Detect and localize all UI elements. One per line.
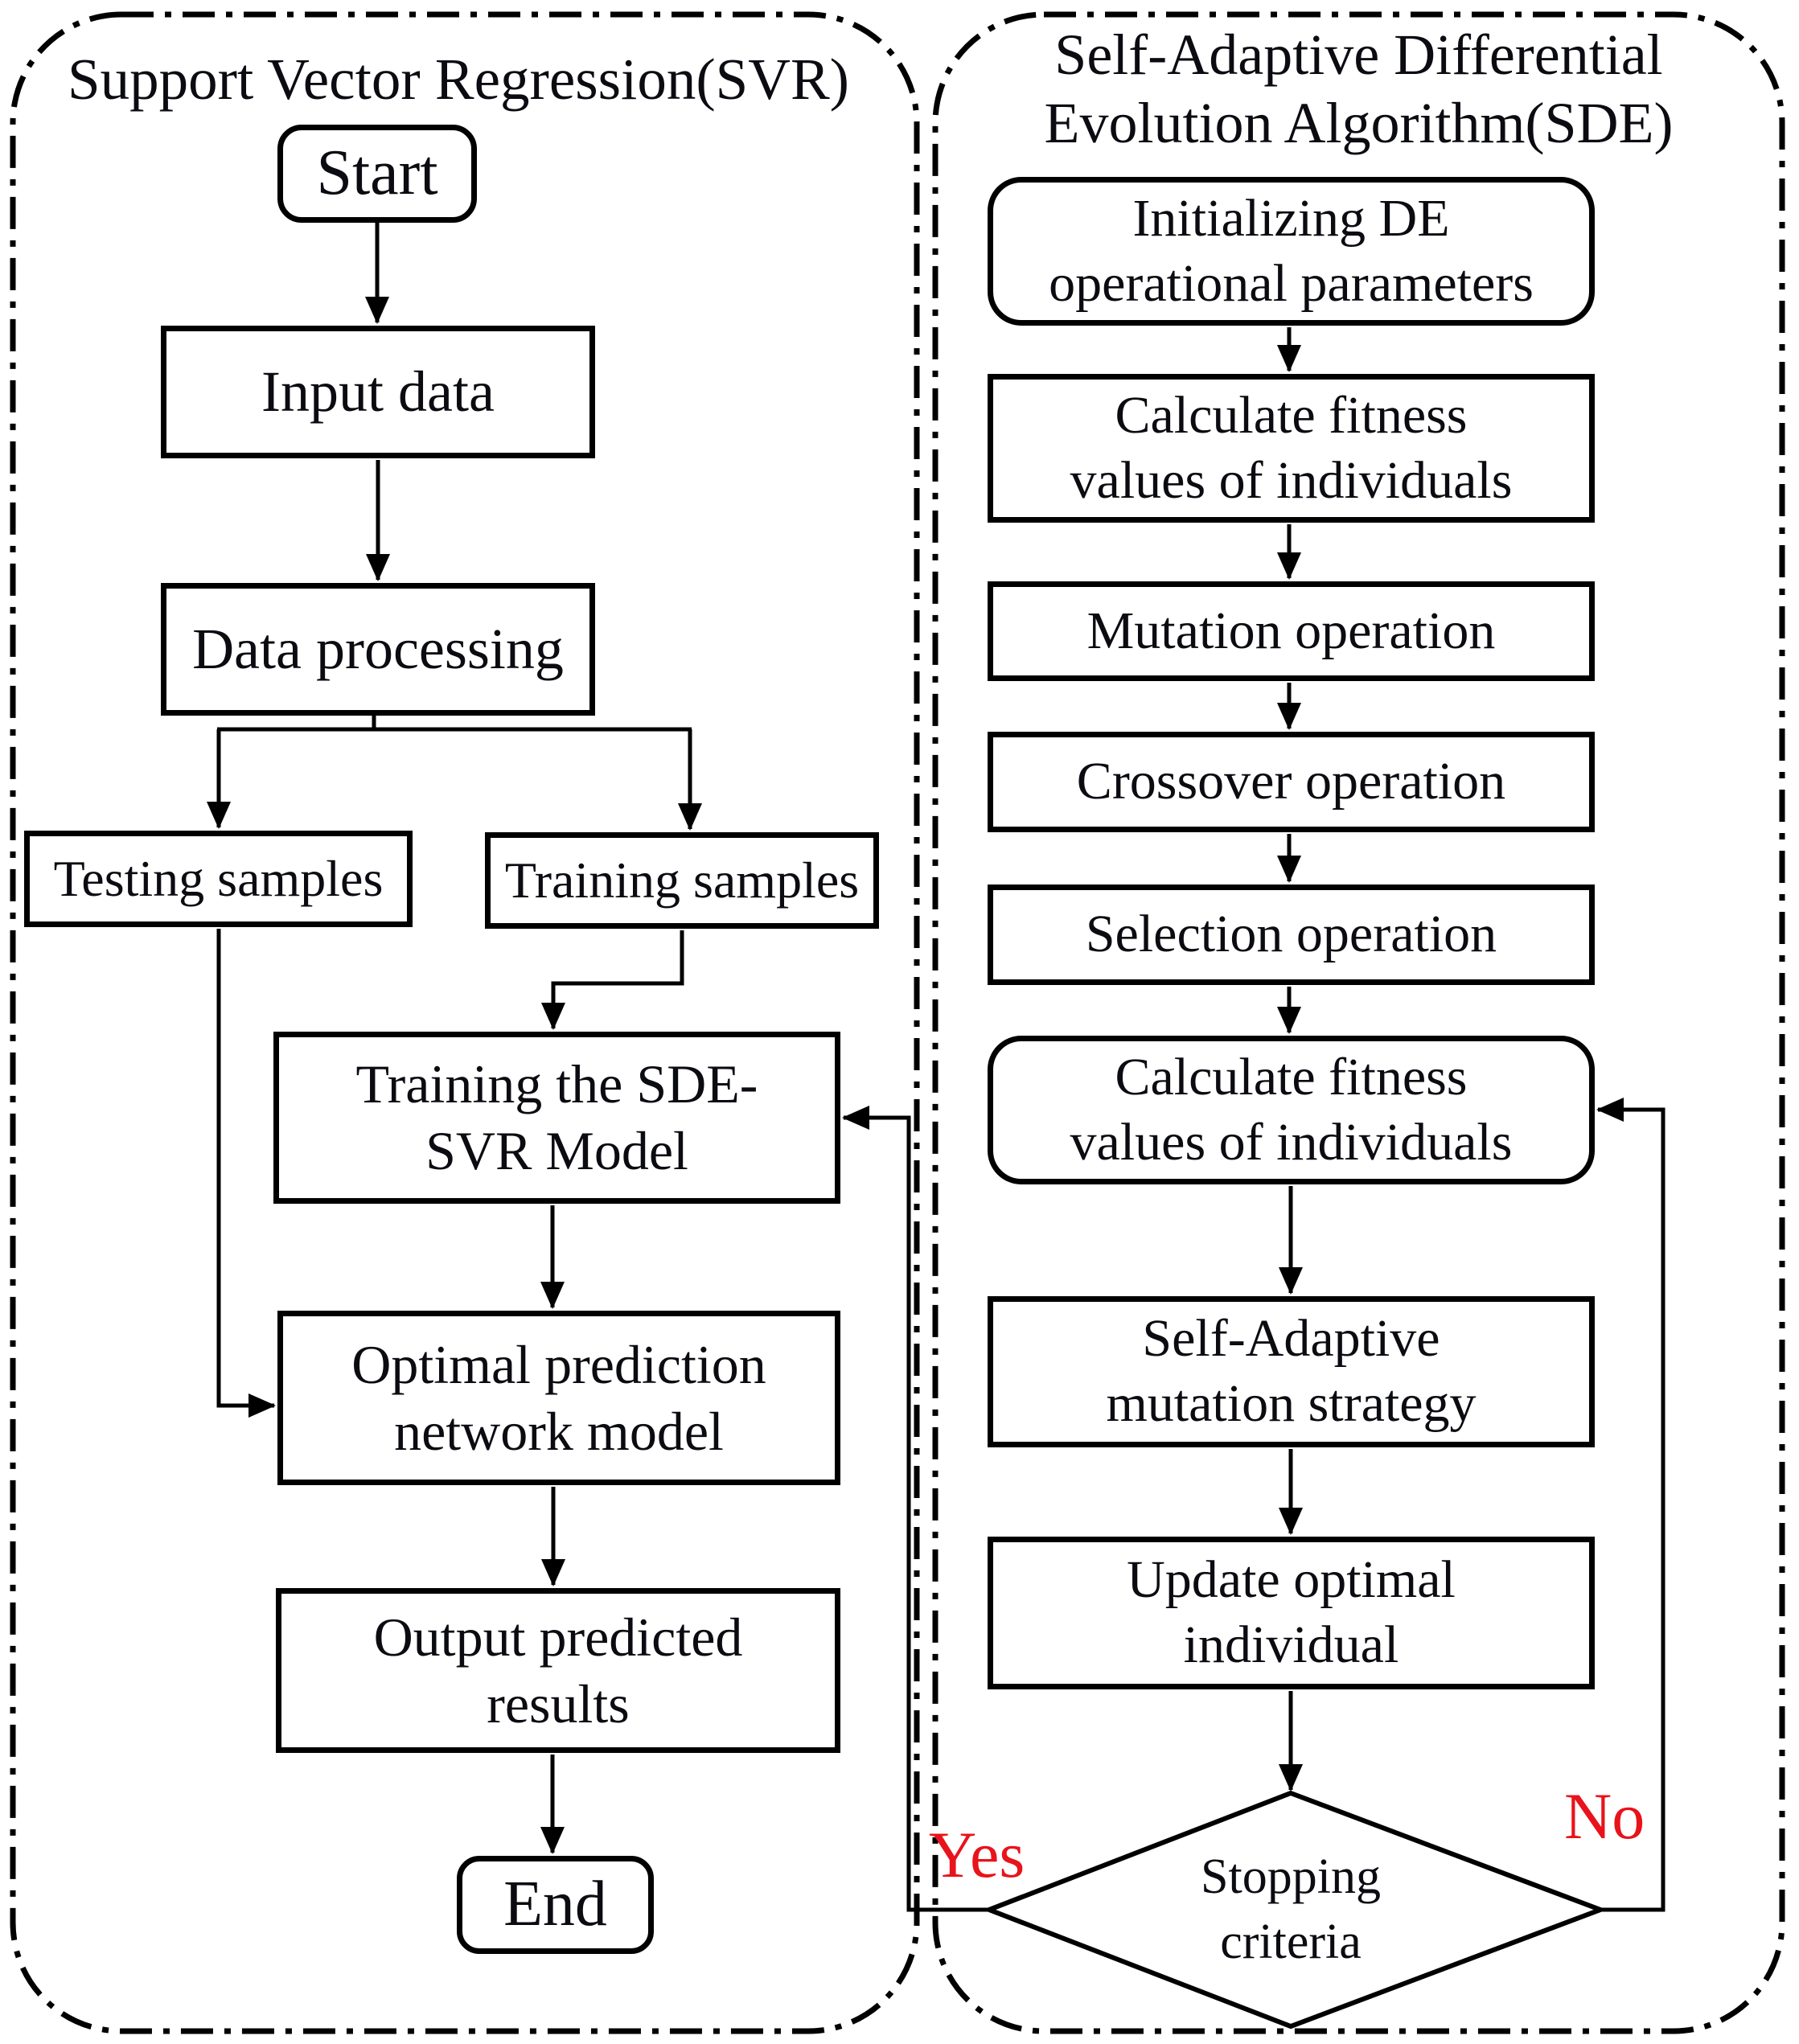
sde-panel-title: Self-Adaptive Differential Evolution Alg… [1044,23,1674,155]
node-start: Start [277,125,477,223]
node-crossover-operation: Crossover operation [988,732,1595,832]
node-stopping-criteria-label: Stopping criteria [1201,1849,1381,1969]
label-no: No [1564,1779,1645,1853]
node-initializing-de: Initializing DE operational parameters [988,177,1595,326]
node-mutation-operation: Mutation operation [988,581,1595,681]
node-testing-samples: Testing samples [24,831,413,927]
node-update-optimal-individual: Update optimal individual [988,1537,1595,1689]
flow-arrows [207,223,1666,1912]
node-input-data: Input data [161,326,595,458]
node-end: End [457,1856,654,1954]
arrow-yes-loop [842,1106,991,1912]
node-optimal-prediction-model: Optimal prediction network model [277,1311,840,1485]
node-training-samples: Training samples [485,832,879,929]
arrow-no-loop [1596,1098,1666,1912]
arrow-samples-to-train-model [541,930,684,1030]
node-training-sde-svr-model: Training the SDE- SVR Model [273,1032,840,1204]
sde-panel-border [932,11,1785,2034]
arrow-testing-to-optimal [216,929,276,1418]
node-data-processing: Data processing [161,583,595,716]
node-calc-fitness-2: Calculate fitness values of individuals [988,1036,1595,1184]
node-selection-operation: Selection operation [988,885,1595,985]
stopping-criteria-diamond [982,1790,1608,2030]
node-self-adaptive-mutation: Self-Adaptive mutation strategy [988,1296,1595,1447]
svr-panel-border [10,11,920,2034]
label-yes: Yes [929,1818,1025,1891]
node-calc-fitness-1: Calculate fitness values of individuals [988,374,1595,523]
node-output-predicted-results: Output predicted results [276,1588,840,1753]
svr-panel-title: Support Vector Regression(SVR) [68,47,849,112]
